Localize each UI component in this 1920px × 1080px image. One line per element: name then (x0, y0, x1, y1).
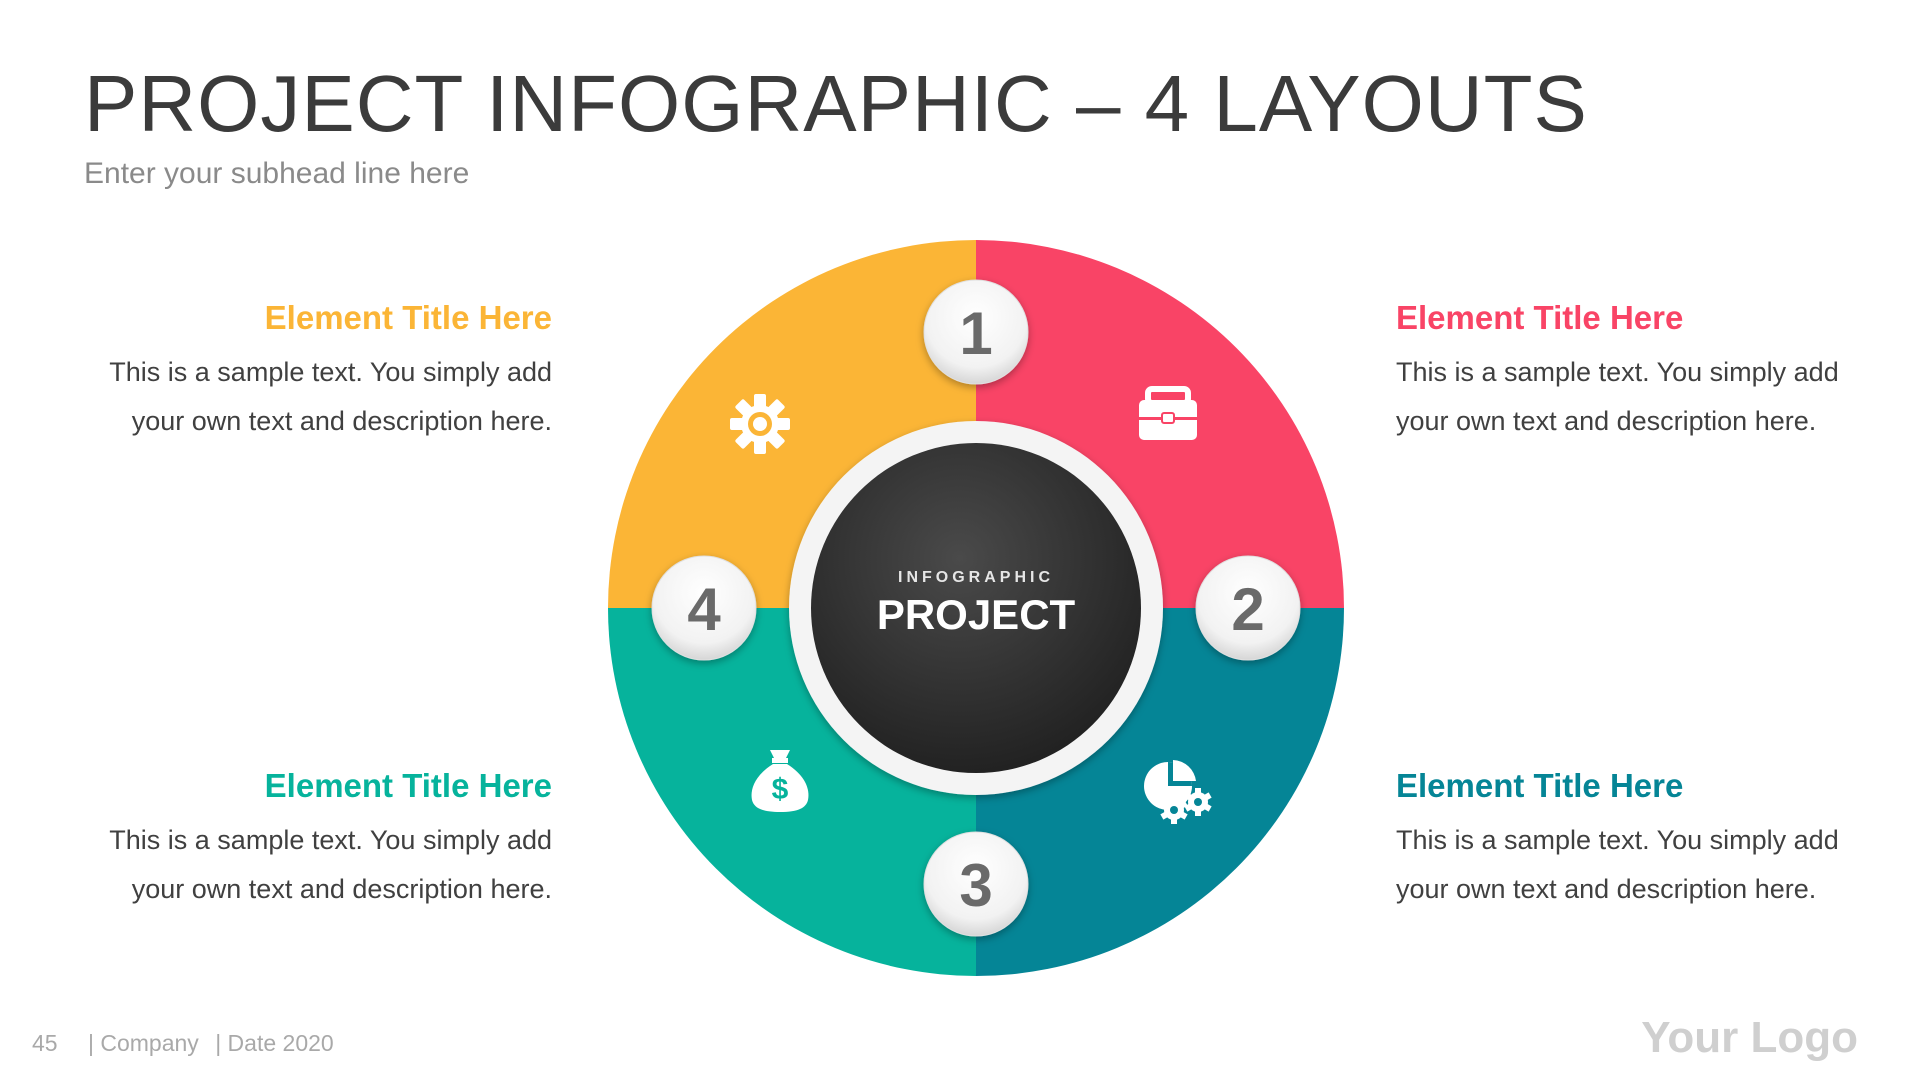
element-text-line: This is a sample text. You simply add (109, 825, 552, 856)
element-title: Element Title Here (1396, 299, 1684, 336)
badge-3: 3 (923, 831, 1029, 937)
svg-text:$: $ (772, 773, 789, 806)
pie-chart-gears-icon (1144, 760, 1212, 824)
page-subhead: Enter your subhead line here (84, 157, 470, 190)
badge-number: 3 (959, 852, 992, 919)
element-block-top-right: Element Title Here This is a sample text… (1396, 299, 1916, 446)
money-bag-icon: $ (751, 750, 809, 812)
element-text-line: This is a sample text. You simply add (1396, 357, 1839, 388)
element-title: Element Title Here (264, 767, 552, 804)
hub-circle (811, 443, 1141, 773)
badge-number: 4 (687, 576, 721, 643)
hub-big-label: PROJECT (877, 591, 1076, 638)
page-title: PROJECT INFOGRAPHIC – 4 LAYOUTS (84, 59, 1588, 148)
page-number: 45 (32, 1030, 58, 1056)
element-text-line: your own text and description here. (131, 406, 552, 437)
footer-company: | Company (87, 1030, 199, 1056)
badge-number: 1 (959, 300, 992, 367)
element-text-line: your own text and description here. (131, 874, 552, 905)
footer: 45 | Company | Date 2020 (32, 1030, 358, 1057)
element-text-line: This is a sample text. You simply add (1396, 825, 1839, 856)
element-title: Element Title Here (1396, 767, 1684, 804)
hub-small-label: INFOGRAPHIC (898, 569, 1054, 586)
circular-infographic: INFOGRAPHIC PROJECT 1 2 3 4 (608, 240, 1344, 976)
logo: Your Logo (1641, 1013, 1858, 1062)
badge-2: 2 (1195, 555, 1301, 661)
element-block-bottom-left: Element Title Here This is a sample text… (32, 767, 552, 914)
element-block-top-left: Element Title Here This is a sample text… (32, 299, 552, 446)
gear-icon (730, 394, 790, 454)
badge-number: 2 (1231, 576, 1264, 643)
badge-4: 4 (651, 555, 757, 661)
briefcase-icon (1139, 386, 1197, 440)
badge-1: 1 (923, 279, 1029, 385)
element-title: Element Title Here (264, 299, 552, 336)
footer-date: | Date 2020 (215, 1030, 334, 1056)
element-text-line: your own text and description here. (1396, 874, 1817, 905)
element-text-line: your own text and description here. (1396, 406, 1817, 437)
element-block-bottom-right: Element Title Here This is a sample text… (1396, 767, 1916, 914)
element-text-line: This is a sample text. You simply add (109, 357, 552, 388)
